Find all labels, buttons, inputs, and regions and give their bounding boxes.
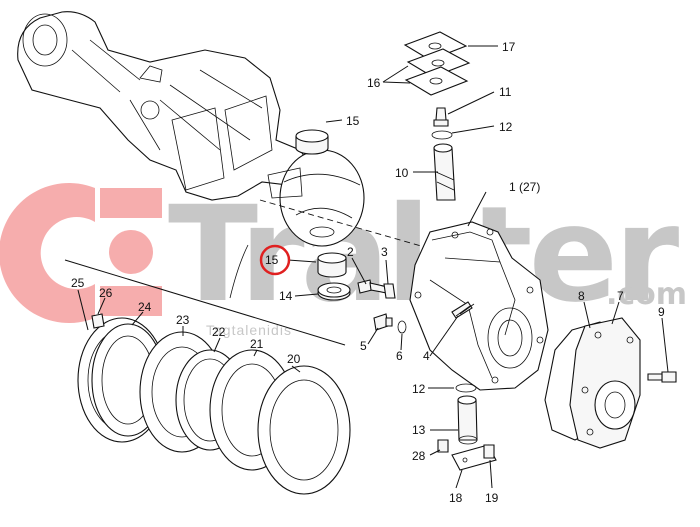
label-25: 25 — [71, 276, 85, 290]
hub-cover — [569, 317, 641, 449]
gasket-20 — [257, 365, 351, 495]
label-14: 14 — [279, 289, 293, 303]
kingpin-lower — [457, 395, 478, 445]
label-19: 19 — [485, 491, 499, 505]
label-7: 7 — [617, 289, 624, 303]
label-21: 21 — [250, 337, 264, 351]
leader-curve — [229, 244, 249, 299]
steering-knuckle — [409, 221, 549, 391]
drain-plug — [373, 313, 393, 331]
kingpin-upper — [433, 143, 456, 201]
bolt-26 — [91, 313, 105, 329]
label-12-lower: 12 — [412, 382, 426, 396]
label-12-upper: 12 — [499, 120, 513, 134]
label-15-upper: 15 — [346, 114, 360, 128]
o-ring-upper — [431, 130, 453, 140]
label-1: 1 (27) — [509, 180, 540, 194]
label-3: 3 — [381, 245, 388, 259]
bearing-cup-lower — [317, 252, 347, 278]
label-23: 23 — [176, 313, 190, 327]
label-26: 26 — [99, 286, 113, 300]
watermark-subtitle: Tagtalenidis — [206, 322, 292, 338]
axle-housing — [17, 11, 311, 201]
seal-ring — [317, 282, 351, 301]
group-bracket-line — [64, 259, 346, 346]
label-6: 6 — [396, 349, 403, 363]
label-4: 4 — [423, 349, 430, 363]
label-28: 28 — [412, 449, 426, 463]
bolt-28 — [437, 439, 449, 453]
label-5: 5 — [360, 339, 367, 353]
label-11: 11 — [499, 85, 512, 99]
label-15-lower: 15 — [265, 253, 279, 267]
label-2: 2 — [347, 245, 354, 259]
leader-lines — [77, 45, 669, 489]
label-13: 13 — [412, 423, 426, 437]
label-10: 10 — [395, 166, 409, 180]
highlight-circle — [259, 244, 291, 276]
stop-bolt — [451, 301, 475, 319]
part-labels: 17 16 11 12 10 15 1 (27) 15 14 2 3 4 5 6… — [71, 40, 665, 505]
watermark-domain: .com — [606, 277, 687, 312]
label-8: 8 — [578, 289, 585, 303]
label-24: 24 — [138, 300, 152, 314]
o-ring-lower — [455, 383, 477, 393]
bearing-cup-upper — [295, 129, 329, 155]
label-17: 17 — [502, 40, 516, 54]
adjust-bolt — [357, 279, 396, 299]
shim-plates — [403, 31, 471, 96]
washer — [397, 320, 407, 334]
label-16: 16 — [367, 76, 381, 90]
grease-nipple — [433, 107, 449, 127]
label-22: 22 — [212, 325, 226, 339]
label-9: 9 — [658, 305, 665, 319]
trakter-logo-icon — [0, 183, 162, 323]
bolt-19 — [483, 444, 495, 459]
knuckle-ball — [267, 149, 365, 247]
cover-bolt — [647, 371, 677, 383]
label-18: 18 — [449, 491, 463, 505]
label-20: 20 — [287, 352, 301, 366]
axis-line — [259, 199, 436, 251]
